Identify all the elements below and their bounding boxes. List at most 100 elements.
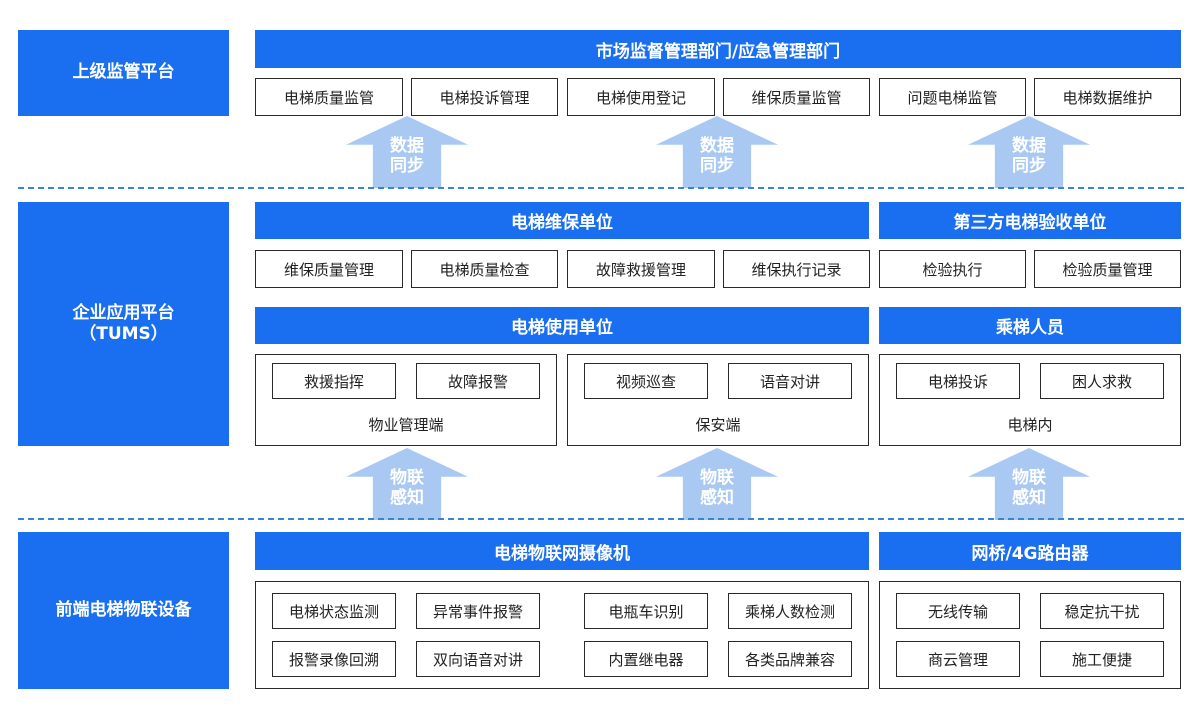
iot-sense-arrow: 物联 感知 xyxy=(346,448,468,520)
iot-sense-arrow: 物联 感知 xyxy=(968,448,1090,520)
inspection-header-label: 第三方电梯验收单位 xyxy=(953,213,1107,233)
maintenance-header-label: 电梯维保单位 xyxy=(511,213,613,233)
data-sync-arrow: 数据 同步 xyxy=(656,116,778,188)
maintenance-item: 故障救援管理 xyxy=(567,250,715,288)
inspection-item: 检验执行 xyxy=(879,250,1026,288)
iot-sense-arrow: 物联 感知 xyxy=(656,448,778,520)
maintenance-item: 维保质量管理 xyxy=(255,250,403,288)
regulator-item: 电梯使用登记 xyxy=(567,78,715,116)
iot-sense-line1: 物联 xyxy=(390,468,424,488)
iot-sense-line1: 物联 xyxy=(1012,468,1046,488)
camera-feature: 电瓶车识别 xyxy=(584,593,708,629)
property-item: 故障报警 xyxy=(416,363,540,399)
camera-feature: 双向语音对讲 xyxy=(416,641,540,677)
camera-feature-label: 乘梯人数检测 xyxy=(744,602,835,621)
camera-feature-label: 内置继电器 xyxy=(608,650,684,669)
bridge-feature-label: 无线传输 xyxy=(927,602,988,621)
sidebar-iot-devices: 前端电梯物联设备 xyxy=(18,532,229,689)
regulator-item-label: 问题电梯监管 xyxy=(907,88,998,107)
inspection-item: 检验质量管理 xyxy=(1034,250,1181,288)
data-sync-line1: 数据 xyxy=(1012,136,1046,156)
data-sync-line1: 数据 xyxy=(700,136,734,156)
regulator-item: 电梯数据维护 xyxy=(1034,78,1181,116)
data-sync-arrow: 数据 同步 xyxy=(346,116,468,188)
inspection-item-label: 检验质量管理 xyxy=(1062,260,1153,279)
iot-sense-line2: 感知 xyxy=(390,488,424,508)
security-item-label: 语音对讲 xyxy=(759,372,820,391)
bridge-feature: 商云管理 xyxy=(896,641,1020,677)
security-item: 视频巡查 xyxy=(584,363,708,399)
maintenance-item-label: 维保质量管理 xyxy=(283,260,374,279)
camera-feature-label: 双向语音对讲 xyxy=(432,650,523,669)
regulator-item-label: 电梯使用登记 xyxy=(595,88,686,107)
iot-sense-label: 物联 感知 xyxy=(656,468,778,508)
passenger-item-label: 困人求救 xyxy=(1071,372,1132,391)
bridge-feature: 无线传输 xyxy=(896,593,1020,629)
regulator-item: 电梯投诉管理 xyxy=(411,78,558,116)
passenger-header-label: 乘梯人员 xyxy=(996,318,1064,338)
camera-feature-label: 电梯状态监测 xyxy=(288,602,379,621)
passenger-item: 困人求救 xyxy=(1040,363,1164,399)
sidebar-enterprise-platform-sub: （TUMS） xyxy=(79,324,168,344)
maintenance-item: 维保执行记录 xyxy=(723,250,870,288)
regulator-header: 市场监督管理部门/应急管理部门 xyxy=(255,30,1181,68)
inspection-item-label: 检验执行 xyxy=(922,260,983,279)
camera-feature: 电梯状态监测 xyxy=(272,593,396,629)
camera-header-label: 电梯物联网摄像机 xyxy=(494,543,630,564)
camera-feature: 异常事件报警 xyxy=(416,593,540,629)
passenger-item-label: 电梯投诉 xyxy=(927,372,988,391)
passenger-item: 电梯投诉 xyxy=(896,363,1020,399)
data-sync-line2: 同步 xyxy=(390,156,424,176)
data-sync-label: 数据 同步 xyxy=(346,136,468,176)
camera-feature: 各类品牌兼容 xyxy=(728,641,852,677)
maintenance-header: 电梯维保单位 xyxy=(255,202,869,239)
camera-feature-label: 各类品牌兼容 xyxy=(744,650,835,669)
bridge-feature-label: 稳定抗干扰 xyxy=(1064,602,1140,621)
regulator-item-label: 电梯质量监管 xyxy=(283,88,374,107)
layer-divider xyxy=(18,187,1184,189)
data-sync-arrow: 数据 同步 xyxy=(968,116,1090,188)
bridge-header: 网桥/4G路由器 xyxy=(879,532,1181,570)
maintenance-item-label: 电梯质量检查 xyxy=(439,260,530,279)
sidebar-superior-platform-label: 上级监管平台 xyxy=(72,62,175,83)
sidebar-enterprise-platform: 企业应用平台 （TUMS） xyxy=(18,202,229,446)
user-unit-header-label: 电梯使用单位 xyxy=(511,318,613,338)
layer-divider xyxy=(18,518,1184,520)
security-item-label: 视频巡查 xyxy=(615,372,676,391)
property-item: 救援指挥 xyxy=(272,363,396,399)
property-item-label: 故障报警 xyxy=(447,372,508,391)
iot-sense-line1: 物联 xyxy=(700,468,734,488)
passenger-caption: 电梯内 xyxy=(1007,416,1053,434)
iot-sense-line2: 感知 xyxy=(700,488,734,508)
camera-feature-label: 电瓶车识别 xyxy=(608,602,684,621)
camera-feature-label: 报警录像回溯 xyxy=(288,650,379,669)
maintenance-item-label: 维保执行记录 xyxy=(751,260,842,279)
bridge-feature: 施工便捷 xyxy=(1040,641,1164,677)
passenger-header: 乘梯人员 xyxy=(879,307,1181,344)
camera-feature-label: 异常事件报警 xyxy=(432,602,523,621)
camera-feature: 报警录像回溯 xyxy=(272,641,396,677)
regulator-item-label: 电梯数据维护 xyxy=(1062,88,1153,107)
data-sync-line1: 数据 xyxy=(390,136,424,156)
data-sync-line2: 同步 xyxy=(1012,156,1046,176)
security-item: 语音对讲 xyxy=(728,363,852,399)
inspection-header: 第三方电梯验收单位 xyxy=(879,202,1181,239)
property-item-label: 救援指挥 xyxy=(303,372,364,391)
regulator-item-label: 维保质量监管 xyxy=(751,88,842,107)
data-sync-label: 数据 同步 xyxy=(968,136,1090,176)
property-caption: 物业管理端 xyxy=(368,416,444,434)
iot-sense-line2: 感知 xyxy=(1012,488,1046,508)
sidebar-enterprise-platform-label: 企业应用平台 xyxy=(72,302,175,323)
iot-sense-label: 物联 感知 xyxy=(346,468,468,508)
regulator-item: 电梯质量监管 xyxy=(255,78,403,116)
maintenance-item-label: 故障救援管理 xyxy=(595,260,686,279)
sidebar-iot-devices-label: 前端电梯物联设备 xyxy=(55,599,192,620)
bridge-header-label: 网桥/4G路由器 xyxy=(971,543,1089,564)
maintenance-item: 电梯质量检查 xyxy=(411,250,558,288)
camera-feature: 乘梯人数检测 xyxy=(728,593,852,629)
bridge-feature-label: 施工便捷 xyxy=(1071,650,1132,669)
camera-header: 电梯物联网摄像机 xyxy=(255,532,869,570)
regulator-item: 问题电梯监管 xyxy=(879,78,1026,116)
regulator-item-label: 电梯投诉管理 xyxy=(439,88,530,107)
user-unit-header: 电梯使用单位 xyxy=(255,307,869,344)
